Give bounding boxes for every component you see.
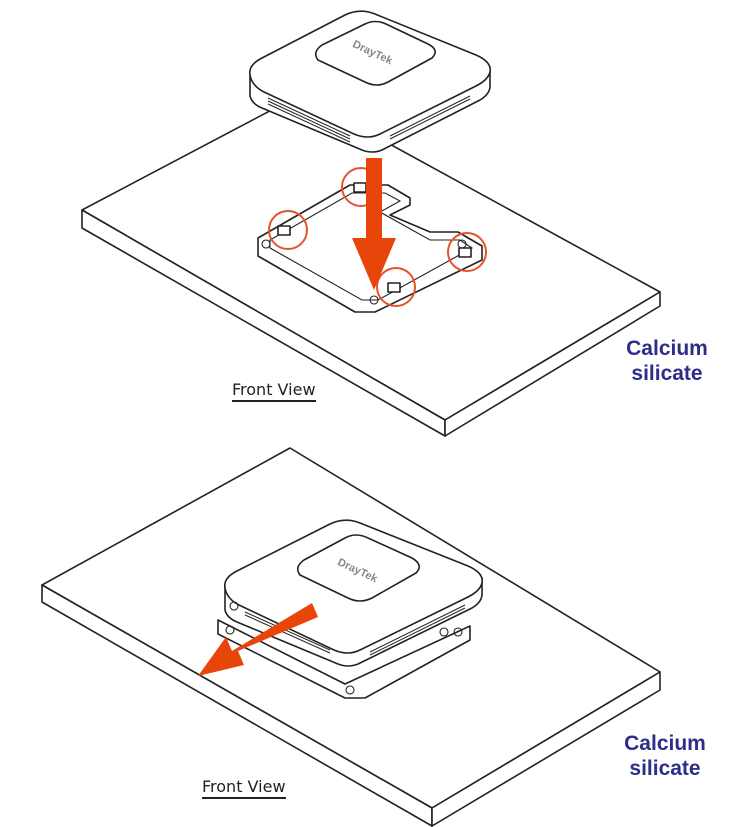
material-label-bottom-line1: Calcium [624, 732, 706, 755]
bottom-arrow [198, 603, 318, 676]
top-arrow [352, 158, 396, 290]
material-label-bottom: Calcium silicate [610, 731, 720, 781]
material-label-top-line2: silicate [631, 362, 703, 385]
view-label-top: Front View [232, 380, 316, 402]
material-label-top-line1: Calcium [626, 337, 708, 360]
top-router-device: DrayTek [248, 10, 492, 153]
material-label-top: Calcium silicate [612, 336, 722, 386]
bottom-mounting-bracket [217, 619, 471, 699]
view-label-bottom: Front View [202, 777, 286, 799]
material-label-bottom-line2: silicate [629, 757, 701, 780]
